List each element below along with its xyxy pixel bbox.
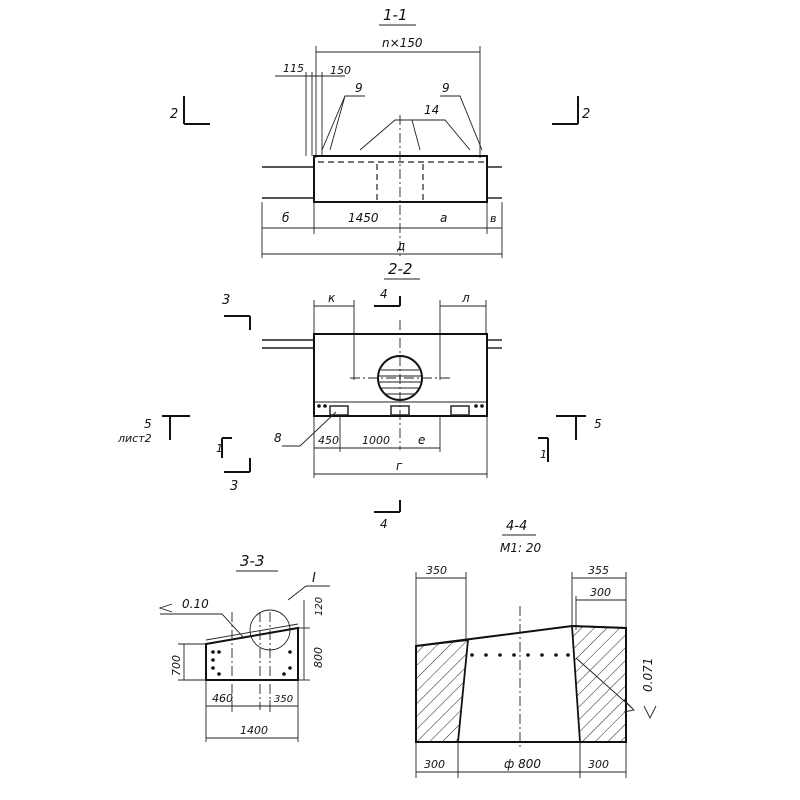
dim-150: 150 [330,64,351,77]
section-4-4-title: 4-4 [506,519,527,534]
section-4-4: 4-4 М1: 20 350 355 300 0.071 [415,519,657,778]
section-1-1: 1-1 n×150 115 150 9 9 14 2 2 [170,6,590,258]
cut-2-left: 2 [170,107,178,122]
slope-3-3: 0.10 [182,597,209,611]
cut-3-bottom: 3 [230,479,238,494]
section-1-1-title: 1-1 [383,6,408,24]
mark-9-right: 9 [442,81,450,95]
mark-I: I [312,571,316,586]
dim-v: в [490,212,496,225]
dim-a: а [440,211,447,225]
dim-300-top: 300 [590,586,611,599]
dim-355: 355 [588,564,609,577]
sheet-ref: лист2 [117,432,152,445]
dim-350-33: 350 [274,694,293,705]
dim-700: 700 [170,655,183,676]
mark-14: 14 [424,103,439,117]
dim-300-right: 300 [588,758,609,771]
section-1-1-body [313,155,488,203]
cut-4-top: 4 [380,287,388,301]
cut-1-left: 1 [216,442,223,455]
dim-dia-800: ф 800 [504,757,541,771]
dim-k: к [328,291,336,305]
slope-4-4: 0.071 [641,658,655,692]
dim-115: 115 [283,62,304,75]
section-3-3-body [205,626,299,681]
dim-460: 460 [212,692,233,705]
cut-1-right: 1 [540,448,547,461]
dim-l: л [461,291,470,305]
mark-9-left: 9 [355,81,363,95]
dim-1450: 1450 [348,211,379,225]
dim-b: б [282,211,290,225]
dim-1400: 1400 [240,724,268,737]
section-3-3-title: 3-3 [240,552,265,570]
cut-5-left: 5 [144,417,152,431]
dim-350-44: 350 [426,564,447,577]
dim-d: д [396,239,405,253]
scale-label: М1: 20 [500,541,541,555]
cut-4-bottom: 4 [380,517,388,531]
cut-2-right: 2 [582,107,590,122]
dim-800: 800 [312,647,325,668]
cut-5-right: 5 [594,417,602,431]
dim-1000: 1000 [362,434,390,447]
dim-450: 450 [318,434,339,447]
section-2-2-body [313,333,488,417]
dim-e: е [418,433,425,447]
cut-3-top: 3 [222,293,230,308]
dim-g: г [396,459,403,473]
dim-120: 120 [314,597,325,616]
right-wall-hatch [571,625,627,743]
mark-8: 8 [274,431,282,445]
dim-span-label: n×150 [382,36,423,50]
section-3-3: 3-3 0.10 I 120 800 700 [158,552,330,742]
left-wall-hatch [415,638,470,743]
section-2-2-title: 2-2 [388,260,413,278]
dim-300-left: 300 [424,758,445,771]
section-2-2: 2-2 3 к 4 л [117,260,602,531]
